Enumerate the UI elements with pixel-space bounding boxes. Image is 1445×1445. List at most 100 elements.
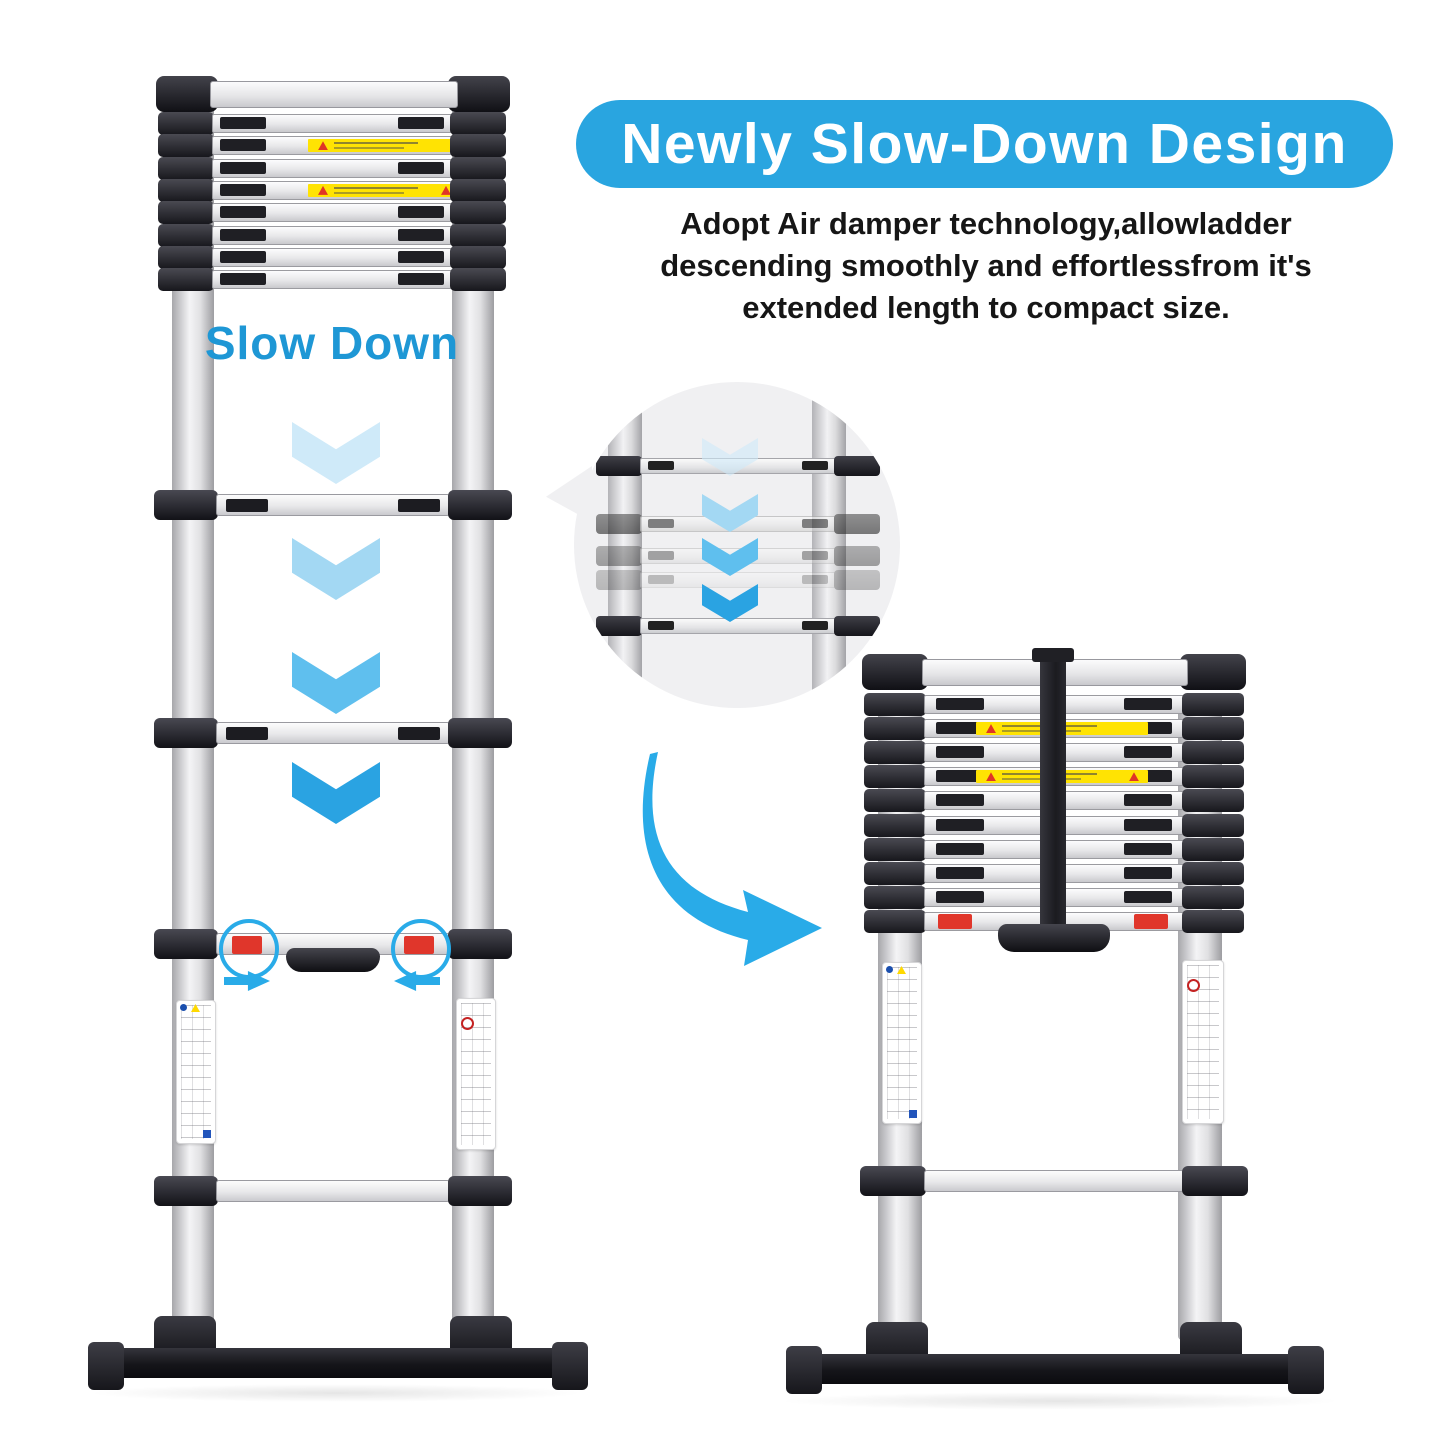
ladder-rung (158, 112, 506, 135)
description-line: descending smoothly and effortlessfrom i… (660, 248, 1312, 283)
safety-sticker (456, 998, 496, 1150)
rung-tab (936, 698, 984, 710)
rung-tab (1124, 866, 1172, 879)
ground-shadow (780, 1392, 1340, 1410)
rung-collar (864, 909, 926, 933)
rung-collar (450, 134, 506, 158)
rung-tab (802, 621, 828, 630)
rung-collar (596, 570, 642, 590)
blue-square-icon (203, 1130, 211, 1138)
rung-tab (936, 890, 984, 903)
bottom-rung (154, 1176, 512, 1208)
mini-rung (596, 616, 880, 636)
blue-square-icon (909, 1110, 917, 1118)
rung-collar (864, 741, 926, 765)
top-rung (210, 81, 458, 108)
rung-tab (398, 228, 444, 241)
rung-clamp (154, 929, 218, 959)
rung-collar (1182, 741, 1244, 765)
top-cap-left (156, 76, 218, 112)
ladder-rung (158, 201, 506, 225)
description-line: extended length to compact size. (742, 290, 1230, 325)
top-cap-left (862, 654, 928, 690)
rung-tab (802, 551, 828, 560)
ladder-rung (158, 268, 506, 292)
rung-tab (936, 794, 984, 807)
feature-description: Adopt Air damper technology,allowladder … (582, 203, 1390, 329)
ladder-rung (864, 741, 1244, 765)
rung-tab (648, 575, 674, 584)
rung-tab (220, 183, 266, 196)
rung-tab (398, 206, 444, 219)
ladder-rung (158, 156, 506, 180)
stabilizer-bar (796, 1354, 1320, 1384)
rung-tab (648, 519, 674, 528)
rung-tab (1124, 794, 1172, 807)
ladder-rung (158, 178, 506, 202)
ladder-rung (158, 223, 506, 247)
rung-collar (1182, 693, 1244, 716)
rung-collar (450, 178, 506, 202)
lock-button (938, 913, 972, 929)
rung-tab (1124, 890, 1172, 903)
rung-collar (450, 201, 506, 225)
strap-clip (1032, 648, 1074, 662)
rung-collar (834, 456, 880, 476)
safety-sticker (176, 1000, 216, 1144)
rung-bar (640, 572, 836, 588)
rung-collar (158, 178, 214, 202)
rung-collar (864, 861, 926, 885)
rung-collar (864, 885, 926, 909)
feature-banner: Newly Slow-Down Design (576, 100, 1393, 188)
rung-collar (864, 813, 926, 837)
retention-strap (1040, 650, 1066, 940)
rung-tab (220, 161, 266, 174)
rung-collar (158, 156, 214, 180)
warning-label (308, 139, 460, 153)
rung-tab (936, 866, 984, 879)
rung-collar (596, 514, 642, 534)
rung-tab (936, 818, 984, 831)
stabilizer-foot (552, 1342, 588, 1390)
rung-tab (220, 228, 266, 241)
rung-collar (1182, 837, 1244, 861)
ladder-rung (154, 718, 512, 750)
rung-tab (398, 250, 444, 263)
mini-rung-ghost (596, 570, 880, 590)
warning-label (308, 183, 460, 197)
rung-collar (834, 514, 880, 534)
mini-rail-right (812, 382, 846, 708)
rung-collar (158, 201, 214, 225)
rung-clamp (860, 1166, 926, 1196)
rung-tab (220, 250, 266, 263)
chevron-down-icon (292, 762, 380, 824)
stabilizer-foot (1288, 1346, 1324, 1394)
rung-clamp (154, 718, 218, 748)
stabilizer-bar (100, 1348, 560, 1378)
stabilizer-foot (786, 1346, 822, 1394)
carry-handle (286, 948, 380, 972)
curved-arrow-icon (642, 752, 822, 966)
rung-tab (220, 139, 266, 152)
rung-collar (158, 112, 214, 135)
rung-collar (864, 717, 926, 741)
rung-collar (450, 112, 506, 135)
rung-tab (398, 727, 440, 740)
mini-rail-left (608, 382, 642, 708)
lock-highlight-ring-icon (219, 919, 279, 979)
chevron-down-icon (292, 422, 380, 484)
zoom-bubble (574, 382, 900, 708)
ladder-rung (154, 490, 512, 522)
rung-collar (450, 268, 506, 292)
rung-collar (1182, 861, 1244, 885)
rung-tab (936, 722, 984, 735)
description-line: Adopt Air damper technology,allowladder (680, 206, 1292, 241)
rung-tab (936, 770, 984, 783)
chevron-down-icon (292, 538, 380, 600)
rung-tab (220, 117, 266, 129)
top-cap-right (448, 76, 510, 112)
rung-collar (1182, 789, 1244, 813)
rung-clamp (1182, 1166, 1248, 1196)
rung-tab (220, 206, 266, 219)
